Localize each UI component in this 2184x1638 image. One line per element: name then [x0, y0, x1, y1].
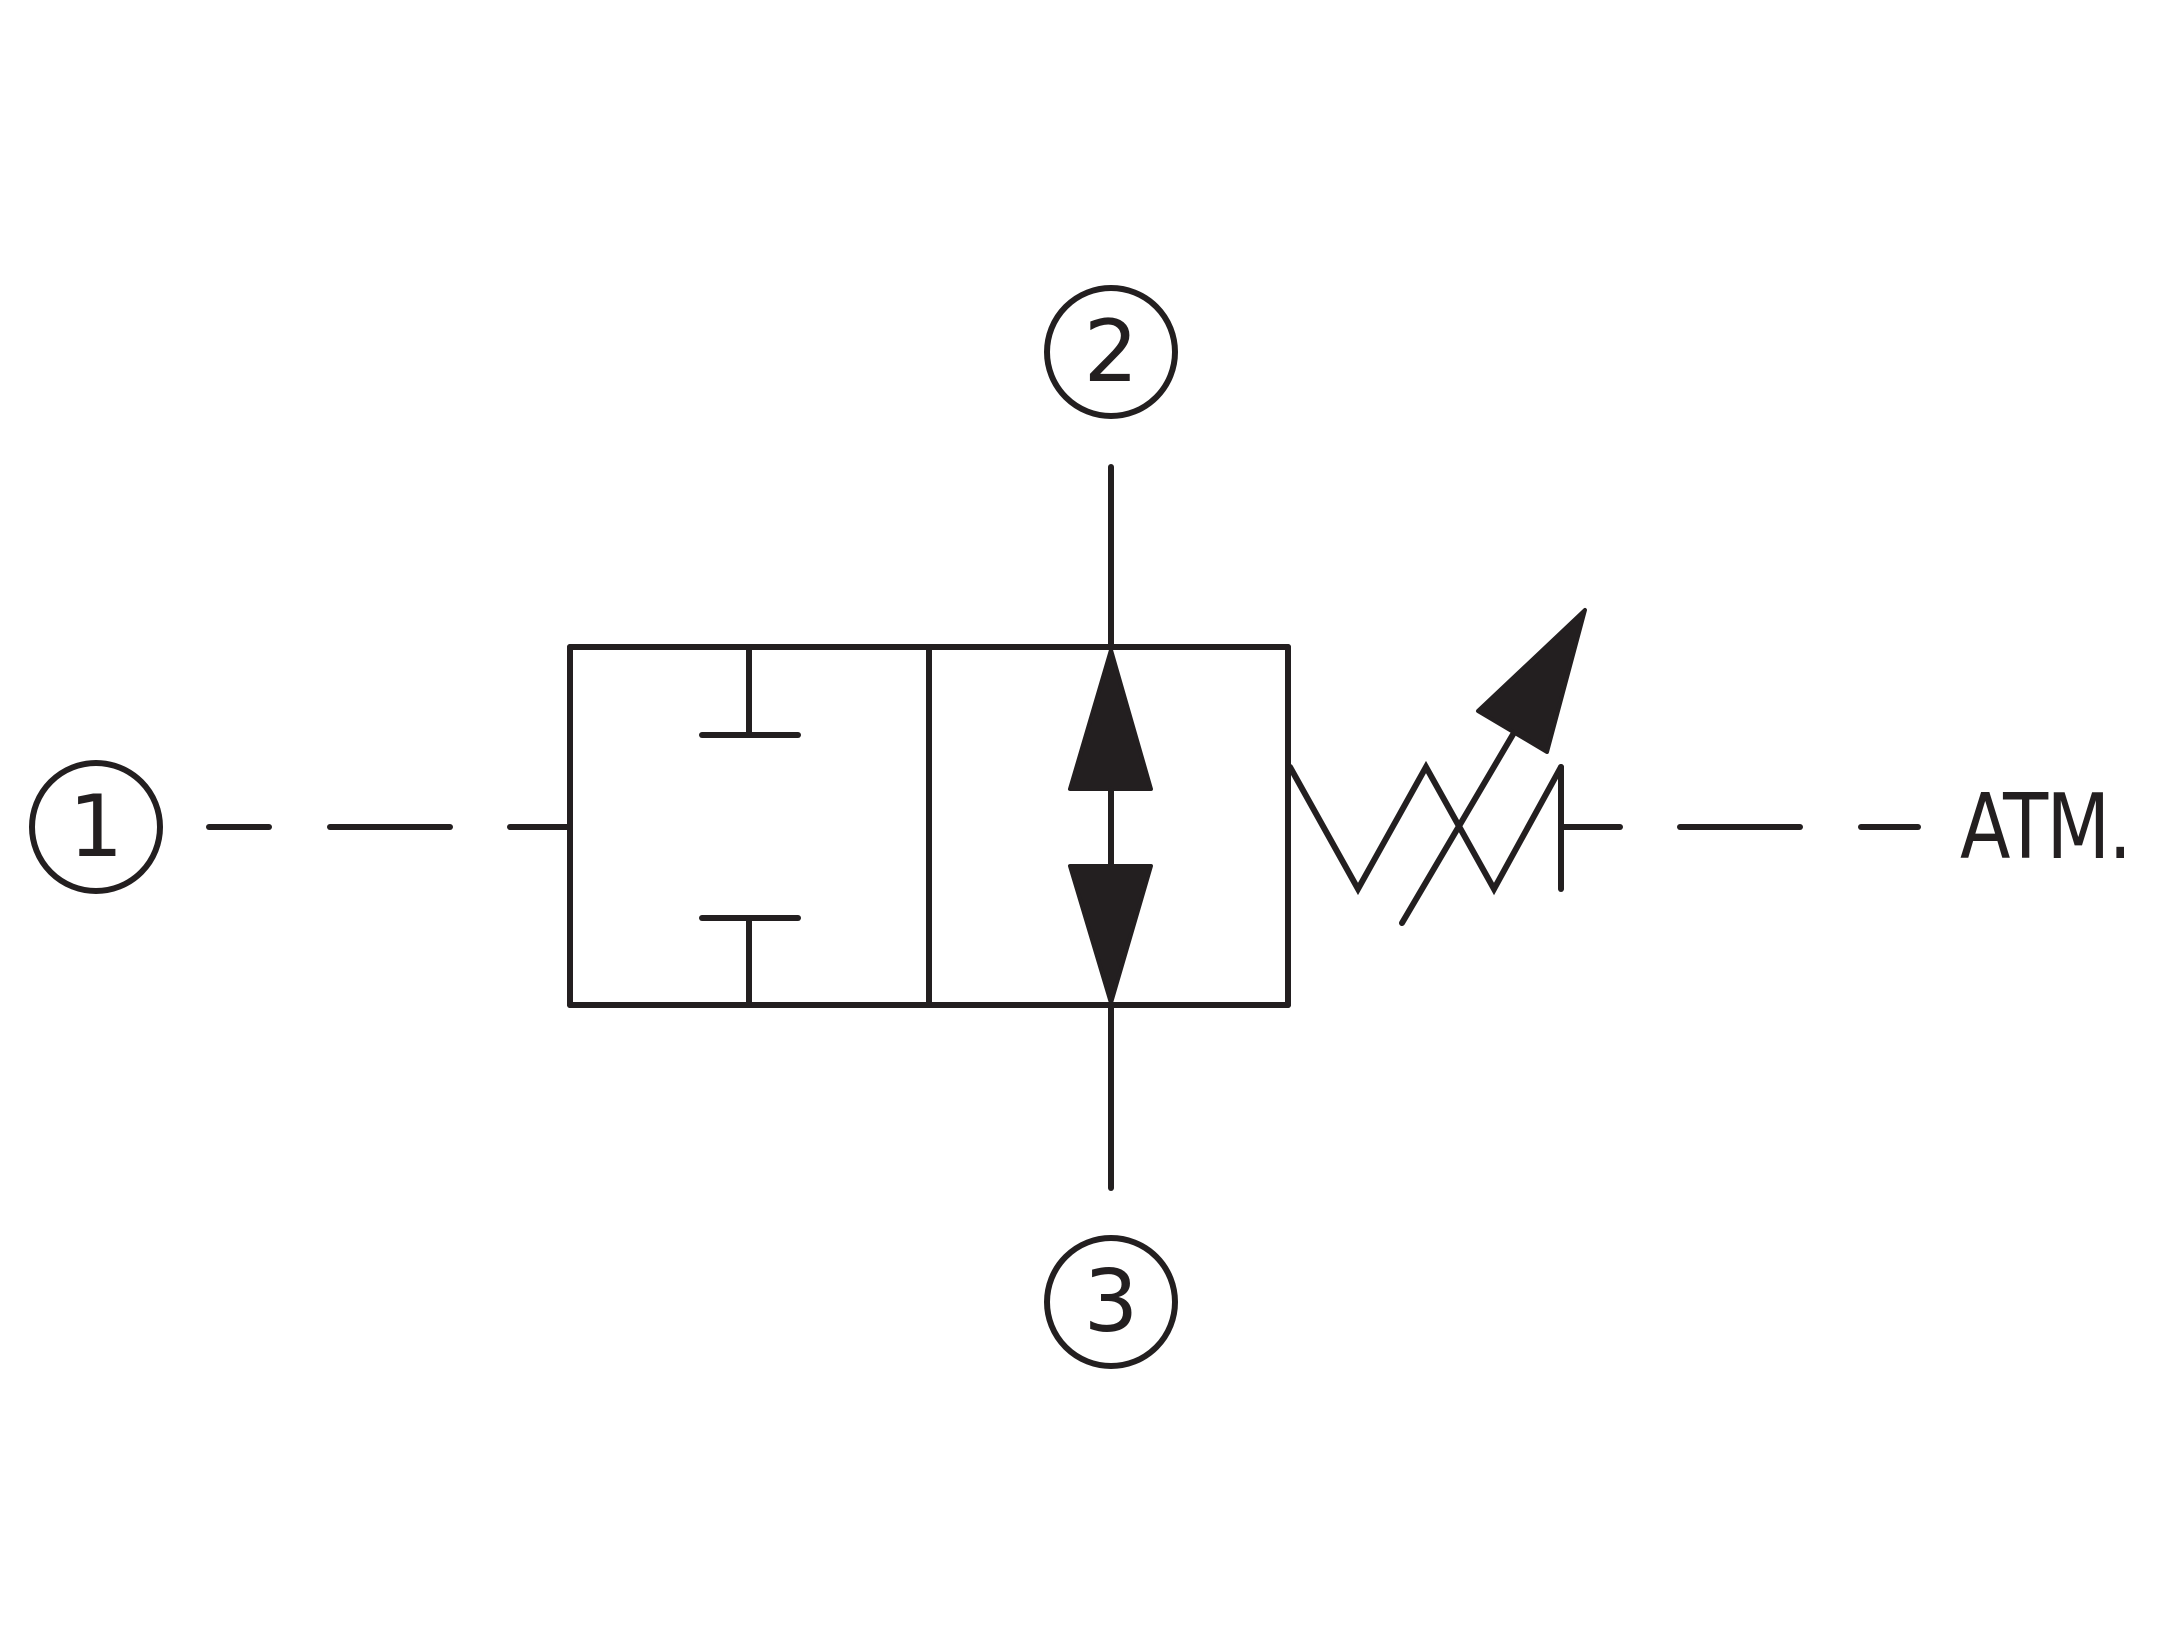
port-3-marker: 3 — [1044, 1235, 1178, 1369]
port-3-label: 3 — [1084, 1252, 1139, 1352]
blocked-port-symbols — [699, 644, 801, 1008]
port-2-label: 2 — [1084, 302, 1139, 402]
arrow-down-icon — [1068, 864, 1153, 1005]
port-1-label: 1 — [69, 777, 124, 877]
port-2-marker: 2 — [1044, 285, 1178, 419]
flow-path-2-3 — [1068, 648, 1153, 1005]
arrow-up-icon — [1068, 648, 1153, 791]
valve-envelope — [567, 644, 1291, 1008]
atm-label: ATM. — [1960, 776, 2130, 880]
port-1-marker: 1 — [29, 760, 163, 894]
adjustable-spring-icon — [1287, 608, 1587, 926]
adjust-arrow-icon — [1476, 608, 1587, 754]
